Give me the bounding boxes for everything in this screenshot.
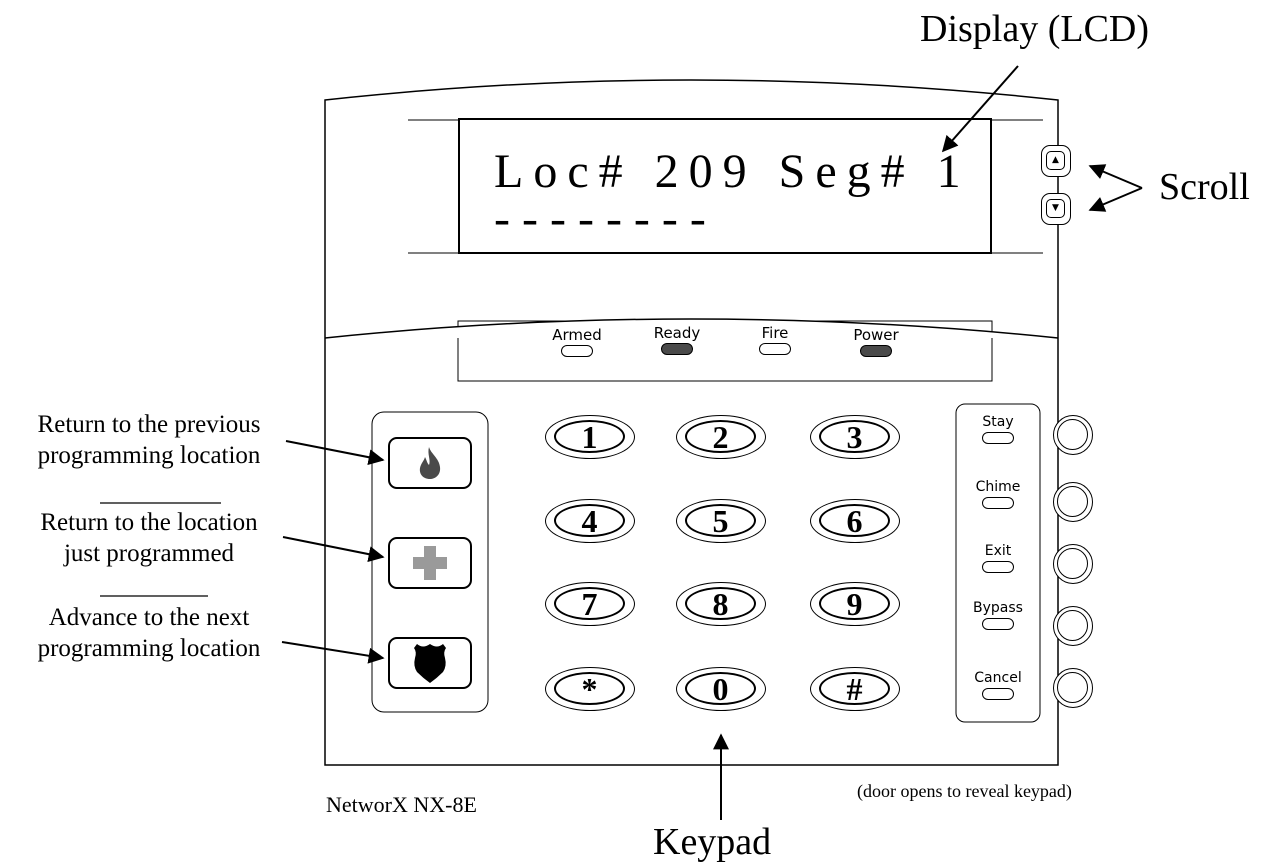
key-4[interactable]: 4 <box>545 499 635 543</box>
bypass-label: Bypass <box>973 600 1023 616</box>
key-0-label: 0 <box>685 672 756 705</box>
led-ready-light <box>661 343 693 355</box>
callout-next-line2: programming location <box>37 635 261 662</box>
key-7-label: 7 <box>554 587 625 620</box>
key-5[interactable]: 5 <box>676 499 766 543</box>
led-armed-label: Armed <box>552 326 602 344</box>
arrow-scroll-up <box>1088 164 1143 189</box>
led-fire-light <box>759 343 791 355</box>
key-3[interactable]: 3 <box>810 415 900 459</box>
stay-control: Stay <box>968 414 1028 444</box>
key-1-label: 1 <box>554 420 625 453</box>
callout-previous-line1: Return to the previous <box>37 411 261 438</box>
bypass-button[interactable] <box>1053 606 1093 646</box>
scroll-callout-label: Scroll <box>1159 166 1250 208</box>
stay-label: Stay <box>982 414 1014 430</box>
bypass-control: Bypass <box>968 600 1028 630</box>
cancel-label: Cancel <box>974 670 1022 686</box>
scroll-up-button[interactable]: ▲ <box>1041 145 1071 177</box>
cancel-button[interactable] <box>1053 668 1093 708</box>
led-armed: Armed <box>542 326 612 357</box>
key-4-label: 4 <box>554 504 625 537</box>
key-2-label: 2 <box>685 420 756 453</box>
arrow-display <box>941 65 1019 153</box>
chime-label: Chime <box>975 479 1021 495</box>
led-ready-label: Ready <box>653 324 701 342</box>
key-3-label: 3 <box>819 420 890 453</box>
key-7[interactable]: 7 <box>545 582 635 626</box>
exit-button[interactable] <box>1053 544 1093 584</box>
medical-cross-icon <box>413 546 447 580</box>
callout-previous-line2: programming location <box>37 442 261 469</box>
key-1[interactable]: 1 <box>545 415 635 459</box>
key-6-label: 6 <box>819 504 890 537</box>
down-arrow-icon: ▼ <box>1046 199 1065 218</box>
exit-indicator <box>982 561 1014 573</box>
arrow-left-2 <box>282 536 385 563</box>
scroll-down-button[interactable]: ▼ <box>1041 193 1071 225</box>
stay-button[interactable] <box>1053 415 1093 455</box>
door-curve <box>324 318 1059 339</box>
chime-indicator <box>982 497 1014 509</box>
keypad-callout-label: Keypad <box>653 821 772 863</box>
led-power: Power <box>841 326 911 357</box>
exit-label: Exit <box>984 543 1012 559</box>
up-arrow-icon: ▲ <box>1046 151 1065 170</box>
police-button[interactable] <box>388 637 472 689</box>
cancel-indicator <box>982 688 1014 700</box>
model-label: NetworX NX-8E <box>326 792 477 817</box>
door-note: (door opens to reveal keypad) <box>857 781 1072 801</box>
police-shield-icon <box>414 644 446 683</box>
arrow-left-3 <box>281 641 385 664</box>
lcd-window <box>458 118 992 254</box>
callout-next-line1: Advance to the next <box>48 604 250 631</box>
callout-just-programmed: Return to the location just programmed <box>6 507 292 569</box>
fire-icon <box>419 447 441 479</box>
led-ready: Ready <box>642 324 712 355</box>
lcd-line-2: -------- <box>494 192 718 245</box>
keypad-body-outline <box>324 79 1059 766</box>
cancel-control: Cancel <box>968 670 1028 700</box>
display-callout-label: Display (LCD) <box>920 8 1150 50</box>
key-0[interactable]: 0 <box>676 667 766 711</box>
key-star-label: * <box>554 672 625 705</box>
led-fire: Fire <box>740 324 810 355</box>
callout-just-programmed-line2: just programmed <box>63 540 235 567</box>
callout-previous-location: Return to the previous programming locat… <box>6 409 292 471</box>
key-5-label: 5 <box>685 504 756 537</box>
callout-next-location: Advance to the next programming location <box>6 602 292 664</box>
key-hash-label: # <box>819 672 890 705</box>
key-9-label: 9 <box>819 587 890 620</box>
callout-just-programmed-line1: Return to the location <box>40 509 258 536</box>
medical-button[interactable] <box>388 537 472 589</box>
key-2[interactable]: 2 <box>676 415 766 459</box>
key-8[interactable]: 8 <box>676 582 766 626</box>
led-fire-label: Fire <box>761 324 789 342</box>
fire-button[interactable] <box>388 437 472 489</box>
chime-control: Chime <box>968 479 1028 509</box>
key-8-label: 8 <box>685 587 756 620</box>
key-6[interactable]: 6 <box>810 499 900 543</box>
arrow-scroll-down <box>1088 187 1143 212</box>
stay-indicator <box>982 432 1014 444</box>
key-hash[interactable]: # <box>810 667 900 711</box>
lcd-line-1: Loc# 209 Seg# 1 <box>494 145 971 198</box>
side-panel <box>955 403 1041 723</box>
key-star[interactable]: * <box>545 667 635 711</box>
led-power-light <box>860 345 892 357</box>
led-armed-light <box>561 345 593 357</box>
bypass-indicator <box>982 618 1014 630</box>
led-power-label: Power <box>853 326 899 344</box>
key-9[interactable]: 9 <box>810 582 900 626</box>
exit-control: Exit <box>968 543 1028 573</box>
arrow-left-1 <box>285 440 385 466</box>
chime-button[interactable] <box>1053 482 1093 522</box>
